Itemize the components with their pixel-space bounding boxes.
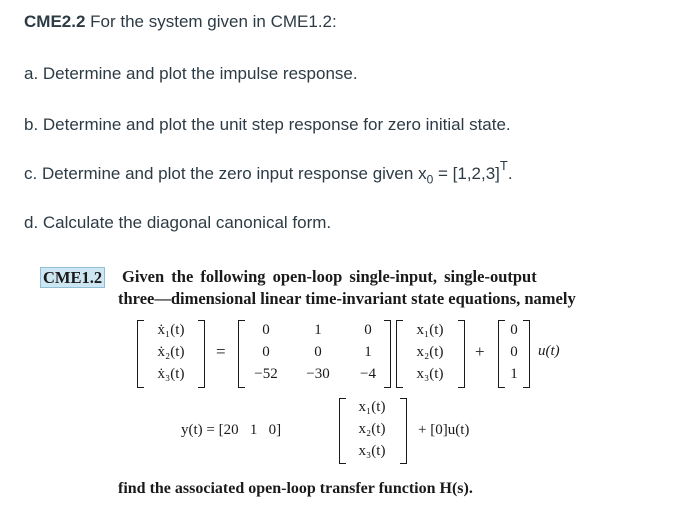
input-u: u(t) — [538, 343, 560, 359]
problem-title-text: For the system given in CME1.2: — [85, 12, 337, 31]
xdot-2: ẋ₂(t) — [157, 344, 185, 360]
x-3: x₃(t) — [416, 366, 444, 382]
task-b: b. Determine and plot the unit step resp… — [24, 115, 511, 134]
b-left-bracket — [498, 320, 505, 388]
x-right-bracket — [458, 320, 465, 388]
problem-number: CME2.2 — [24, 12, 86, 31]
x-left-bracket — [396, 320, 403, 388]
a-32: −30 — [306, 366, 330, 382]
a-matrix-right-bracket — [384, 320, 391, 388]
find-transfer-function: find the associated open-loop transfer f… — [118, 480, 473, 497]
out-x-2: x₂(t) — [358, 421, 386, 437]
xdot-3: ẋ₃(t) — [157, 366, 185, 382]
output-lhs: y(t) = [20 1 0] — [181, 422, 282, 438]
cme12-line1: Given the following open-loop single-inp… — [122, 267, 537, 286]
x-1: x₁(t) — [416, 322, 444, 338]
task-d: d. Calculate the diagonal canonical form… — [24, 213, 332, 232]
a-11: 0 — [262, 322, 270, 338]
a-33: −4 — [360, 366, 376, 382]
a-13: 0 — [364, 322, 372, 338]
a-12: 1 — [314, 322, 322, 338]
task-c: c. Determine and plot the zero input res… — [24, 158, 513, 187]
a-31: −52 — [254, 366, 278, 382]
plus-sign: + — [475, 342, 485, 361]
b-3: 1 — [510, 366, 518, 382]
out-x-3: x₃(t) — [358, 443, 386, 459]
out-x-left-bracket — [339, 398, 346, 464]
b-right-bracket — [523, 320, 530, 388]
task-c-superscript: T — [499, 158, 508, 173]
task-c-subscript: 0 — [426, 172, 434, 187]
xdot-1: ẋ₁(t) — [157, 322, 185, 338]
problem-title: CME2.2 For the system given in CME1.2: — [24, 12, 337, 32]
cme12-tag: CME1.2 — [40, 267, 106, 288]
task-c-value: = [1,2,3] — [433, 164, 500, 183]
task-c-text: c. Determine and plot the zero input res… — [24, 164, 427, 183]
equals-sign: = — [216, 342, 226, 361]
cme12-line2: three—dimensional linear time-invariant … — [118, 289, 576, 308]
b-1: 0 — [510, 322, 518, 338]
a-matrix-left-bracket — [238, 320, 245, 388]
out-x-right-bracket — [400, 398, 407, 464]
x-2: x₂(t) — [416, 344, 444, 360]
xdot-left-bracket — [137, 320, 144, 388]
xdot-right-bracket — [198, 320, 205, 388]
a-21: 0 — [262, 344, 270, 360]
b-2: 0 — [510, 344, 518, 360]
out-x-1: x₁(t) — [358, 399, 386, 415]
task-c-period: . — [507, 164, 513, 183]
output-rhs: + [0]u(t) — [418, 422, 470, 438]
a-22: 0 — [314, 344, 322, 360]
task-a: a. Determine and plot the impulse respon… — [24, 64, 358, 83]
a-23: 1 — [364, 344, 372, 360]
